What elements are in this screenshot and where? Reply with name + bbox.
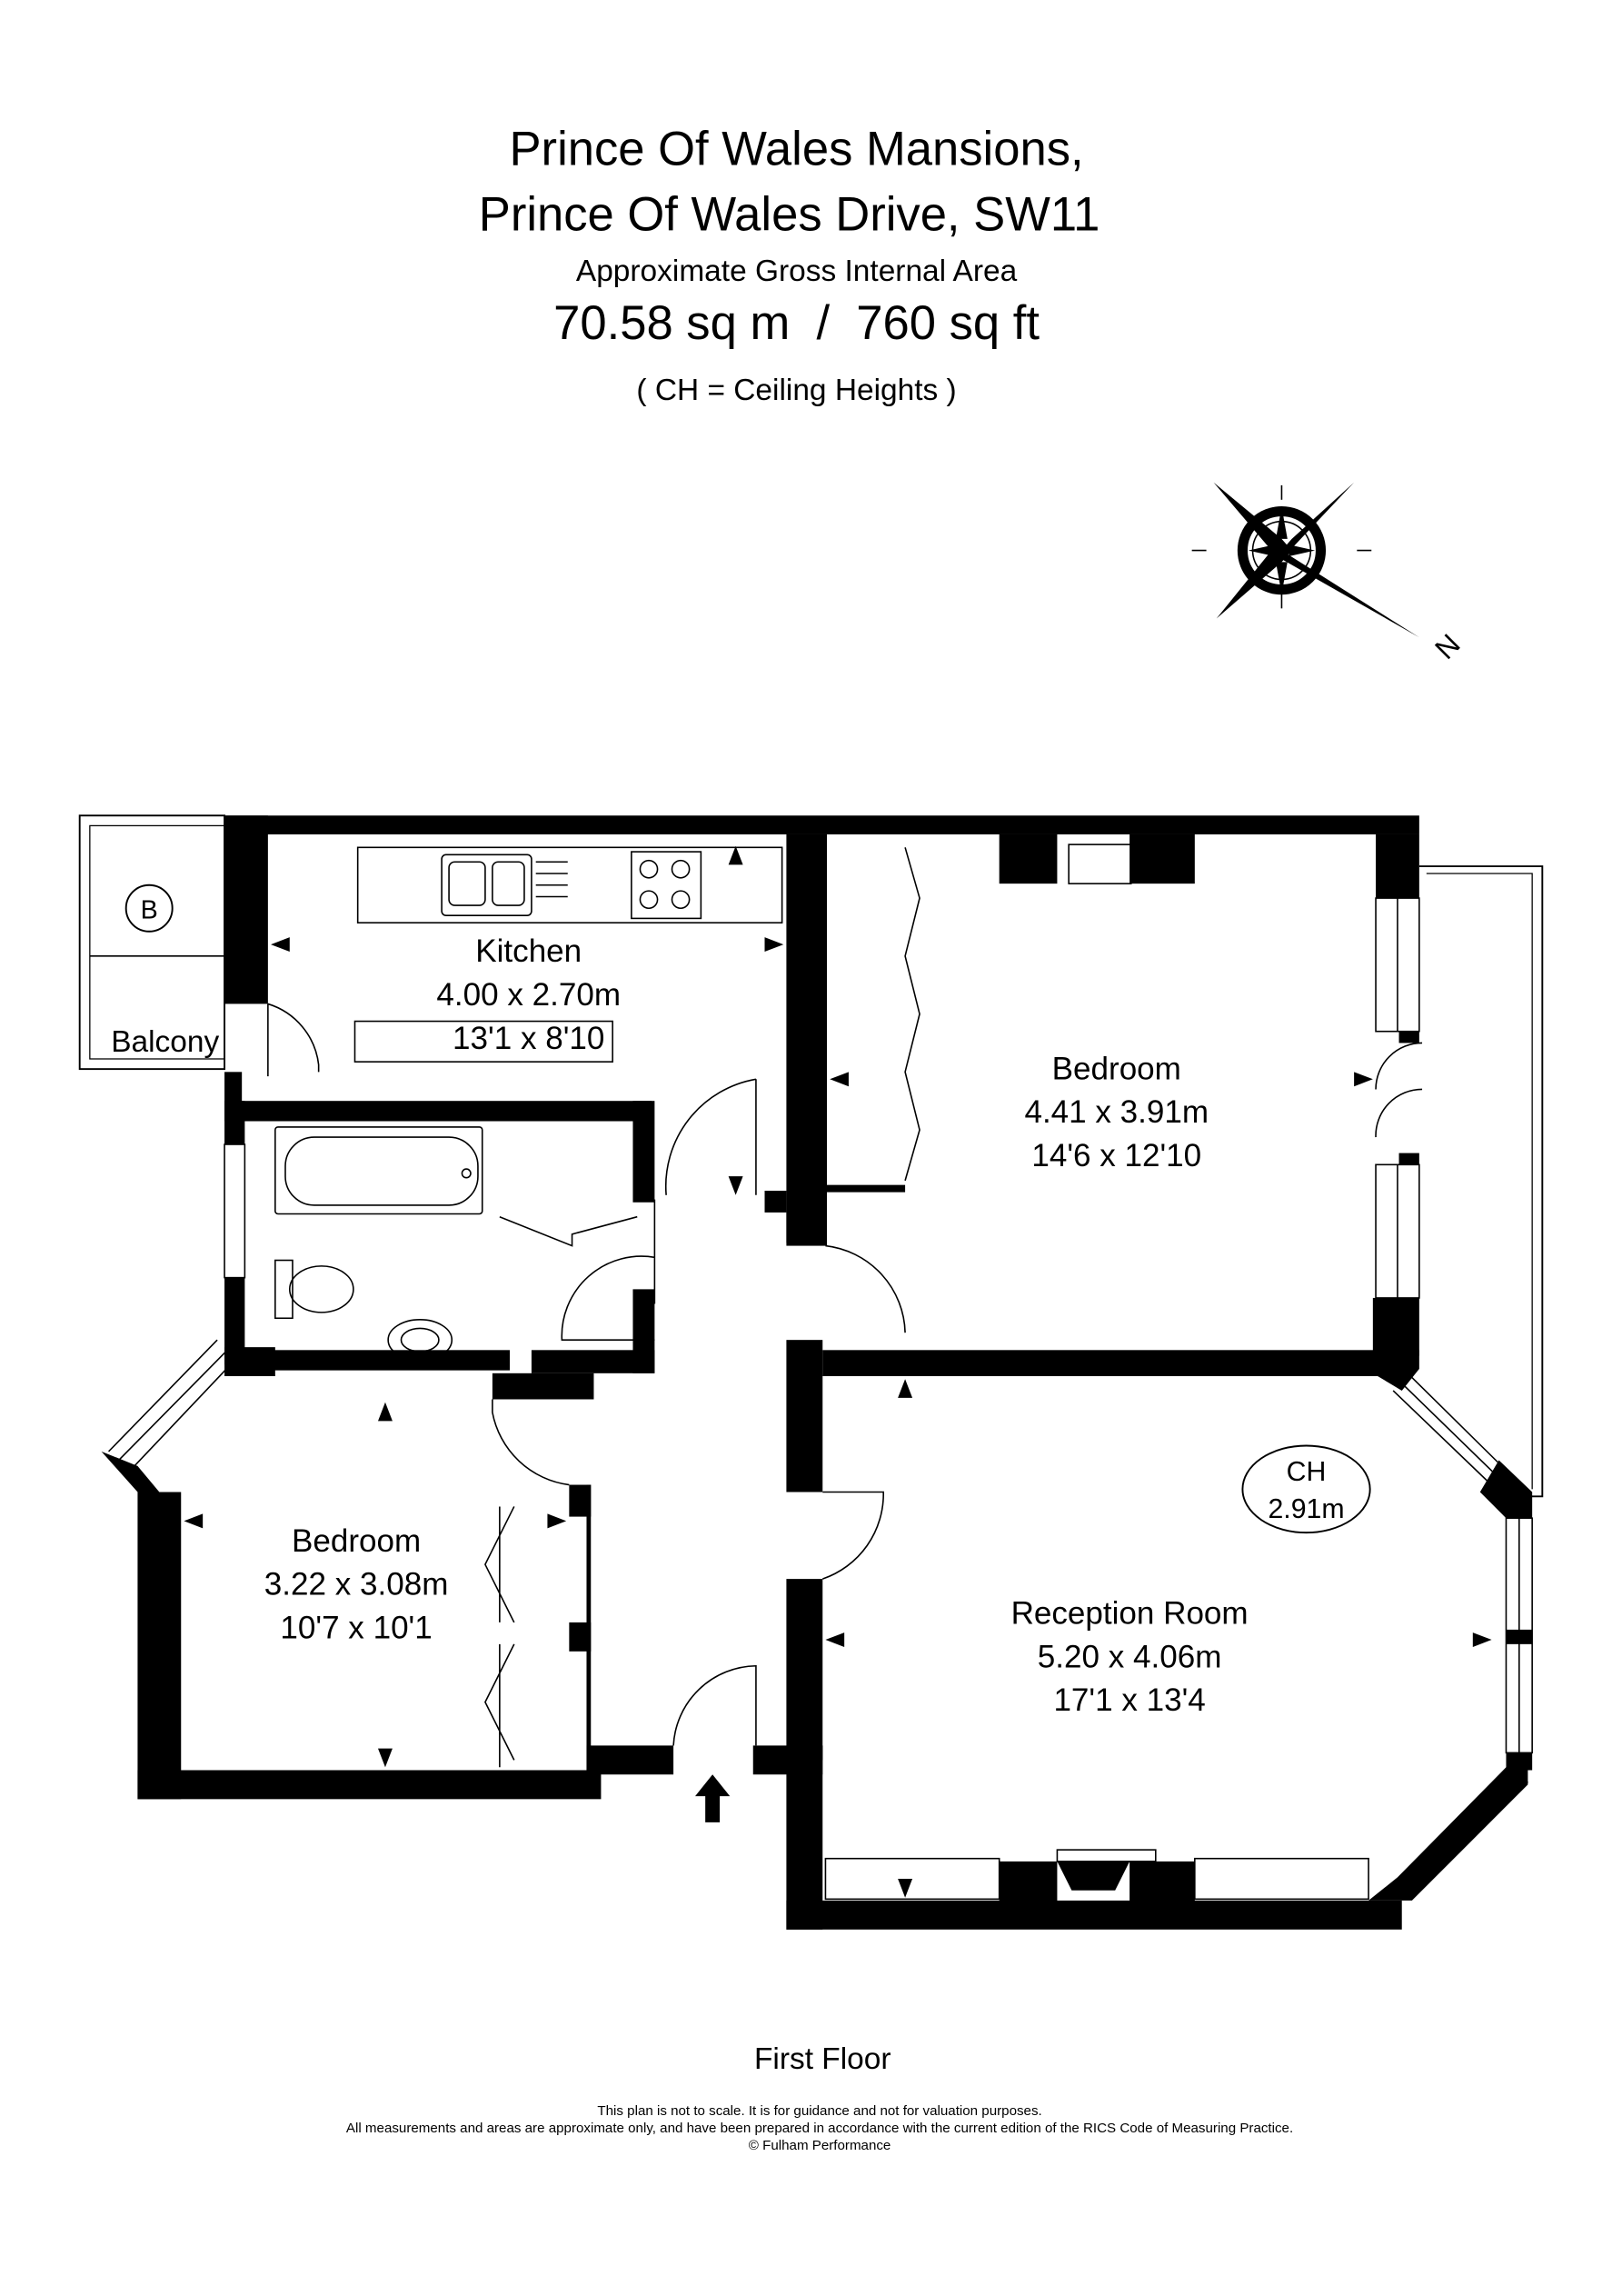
ceiling-height-value: 2.91m [1268,1494,1344,1524]
disclaimer-1: This plan is not to scale. It is for gui… [597,2103,1041,2119]
entrance-arrow-icon [695,1774,731,1822]
title-line-1: Prince Of Wales Mansions, [510,123,1084,176]
balcony: B Balcony [78,814,226,1071]
area-value: 70.58 sq m / 760 sq ft [553,296,1040,350]
floor-label: First Floor [754,2042,891,2076]
bedroom2-imperial: 10'7 x 10'1 [280,1610,432,1645]
title-line-2: Prince Of Wales Drive, SW11 [479,187,1100,241]
bedroom2-name: Bedroom [292,1523,421,1559]
area-label: Approximate Gross Internal Area [576,255,1018,288]
bedroom2-metric: 3.22 x 3.08m [264,1567,449,1602]
kitchen-imperial: 13'1 x 8'10 [453,1021,604,1056]
north-label: N [1428,627,1467,665]
sink-icon [441,854,532,917]
dimension-arrows [184,845,1492,1898]
bath-icon [274,1126,483,1215]
ceiling-height-note: ( CH = Ceiling Heights ) [636,374,956,407]
hob-icon [631,851,702,920]
header: Prince Of Wales Mansions, Prince Of Wale… [479,123,1100,407]
fixtures [274,851,702,1362]
boiler-label: B [141,895,158,924]
bedroom1-metric: 4.41 x 3.91m [1024,1094,1209,1130]
terrace-railing [1418,865,1544,1498]
toilet-icon [274,1259,294,1320]
kitchen-metric: 4.00 x 2.70m [436,977,621,1013]
ceiling-height-label: CH [1287,1457,1327,1487]
disclaimer-2: All measurements and areas are approxima… [346,2121,1293,2136]
bedroom1-imperial: 14'6 x 12'10 [1031,1138,1201,1173]
ceiling-height-badge: CH 2.91m [1241,1444,1371,1534]
windows [107,844,1533,1901]
kitchen-name: Kitchen [475,933,582,969]
copyright: © Fulham Performance [749,2138,891,2153]
doors [267,847,1423,1768]
balcony-label: Balcony [111,1025,219,1059]
compass-icon: N [1191,482,1467,665]
walls [101,815,1533,1930]
boiler-marker [124,883,174,933]
bedroom1-name: Bedroom [1052,1051,1181,1086]
reception-name: Reception Room [1011,1596,1249,1632]
reception-metric: 5.20 x 4.06m [1038,1639,1222,1674]
reception-imperial: 17'1 x 13'4 [1053,1682,1205,1718]
basin-icon [387,1319,453,1362]
